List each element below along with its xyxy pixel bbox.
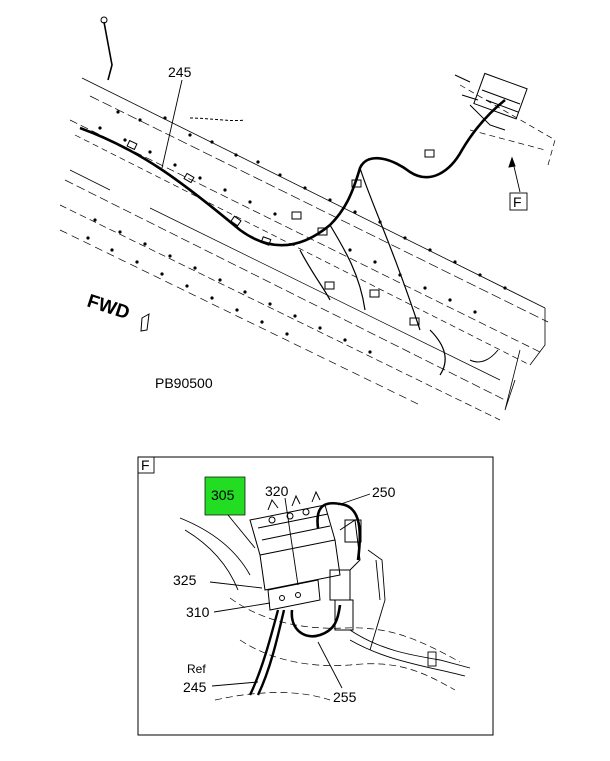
abs-module-305: [249, 490, 341, 591]
leader-250: [337, 493, 371, 506]
harness-branch-5: [429, 329, 446, 376]
rail-upper-edge: [81, 77, 546, 309]
frame-rail-view: [59, 16, 556, 421]
leader-f-arrow: [508, 156, 516, 168]
detail-tube-bottom: [349, 629, 471, 677]
battery-cable: [103, 21, 113, 81]
abs-module-top: [454, 72, 528, 131]
detail-title-box: [137, 456, 155, 474]
callout-305: 305: [211, 487, 235, 503]
callout-ref: Ref: [187, 662, 206, 676]
callout-325: 325: [173, 572, 197, 588]
detail-clamp: [427, 651, 437, 667]
detail-crossmember: [179, 517, 251, 591]
rail-lower-edge-3: [59, 229, 421, 406]
rail-lower-edge-1: [64, 179, 506, 401]
detail-tube-right: [367, 549, 386, 651]
leader-325: [209, 581, 263, 589]
battery-cable-eyelet: [100, 16, 108, 24]
harness-branch-2: [299, 249, 331, 301]
leader-320: [284, 497, 299, 586]
harness-branch-1: [329, 224, 366, 311]
leader-245-ref: [211, 681, 259, 687]
fwd-label: FWD: [84, 291, 132, 324]
detail-frame-dash-3: [214, 692, 331, 701]
rail-upper-edge-dash: [69, 119, 541, 353]
rail-lower-edge-4: [69, 169, 501, 381]
drawing-number: PB90500: [155, 375, 213, 391]
cable-245-ref-b: [256, 609, 286, 696]
harness-245: [79, 98, 506, 247]
detail-ref-box: [509, 192, 528, 211]
detail-frame-dash-2: [239, 639, 456, 691]
rail-web-line-2: [74, 134, 531, 366]
detail-drawing: [179, 490, 471, 701]
harness-branch-4: [189, 117, 246, 122]
cable-255: [290, 604, 342, 638]
harness-branch-6: [469, 349, 499, 363]
highlight-box-305: [204, 476, 246, 516]
leader-310: [213, 602, 271, 613]
callout-245-top: 245: [168, 64, 192, 80]
detail-title: F: [141, 457, 150, 473]
rail-web-line-1: [89, 95, 549, 323]
callout-310: 310: [186, 604, 210, 620]
fwd-arrow-icon: [140, 313, 150, 332]
detail-frame: [137, 456, 494, 736]
callout-255: 255: [333, 689, 357, 705]
callout-245-detail: 245: [183, 679, 207, 695]
cab-outline: [459, 84, 556, 166]
detail-frame-dash-1: [229, 597, 461, 663]
harness-branch-3: [359, 167, 421, 331]
valve-310: [267, 579, 321, 611]
callout-250: 250: [372, 484, 396, 500]
rail-holes: [86, 110, 507, 354]
rail-end: [504, 308, 546, 411]
harness-clips: [126, 139, 435, 326]
leader-255: [317, 641, 343, 689]
connector-stack: [329, 519, 362, 631]
cable-245-ref-a: [248, 609, 280, 696]
callout-320: 320: [265, 483, 289, 499]
leader-245: [161, 79, 183, 169]
cable-250: [316, 501, 362, 561]
leader-305: [227, 514, 256, 549]
rail-lower-edge-2: [59, 204, 501, 421]
detail-ref-label: F: [513, 194, 522, 210]
